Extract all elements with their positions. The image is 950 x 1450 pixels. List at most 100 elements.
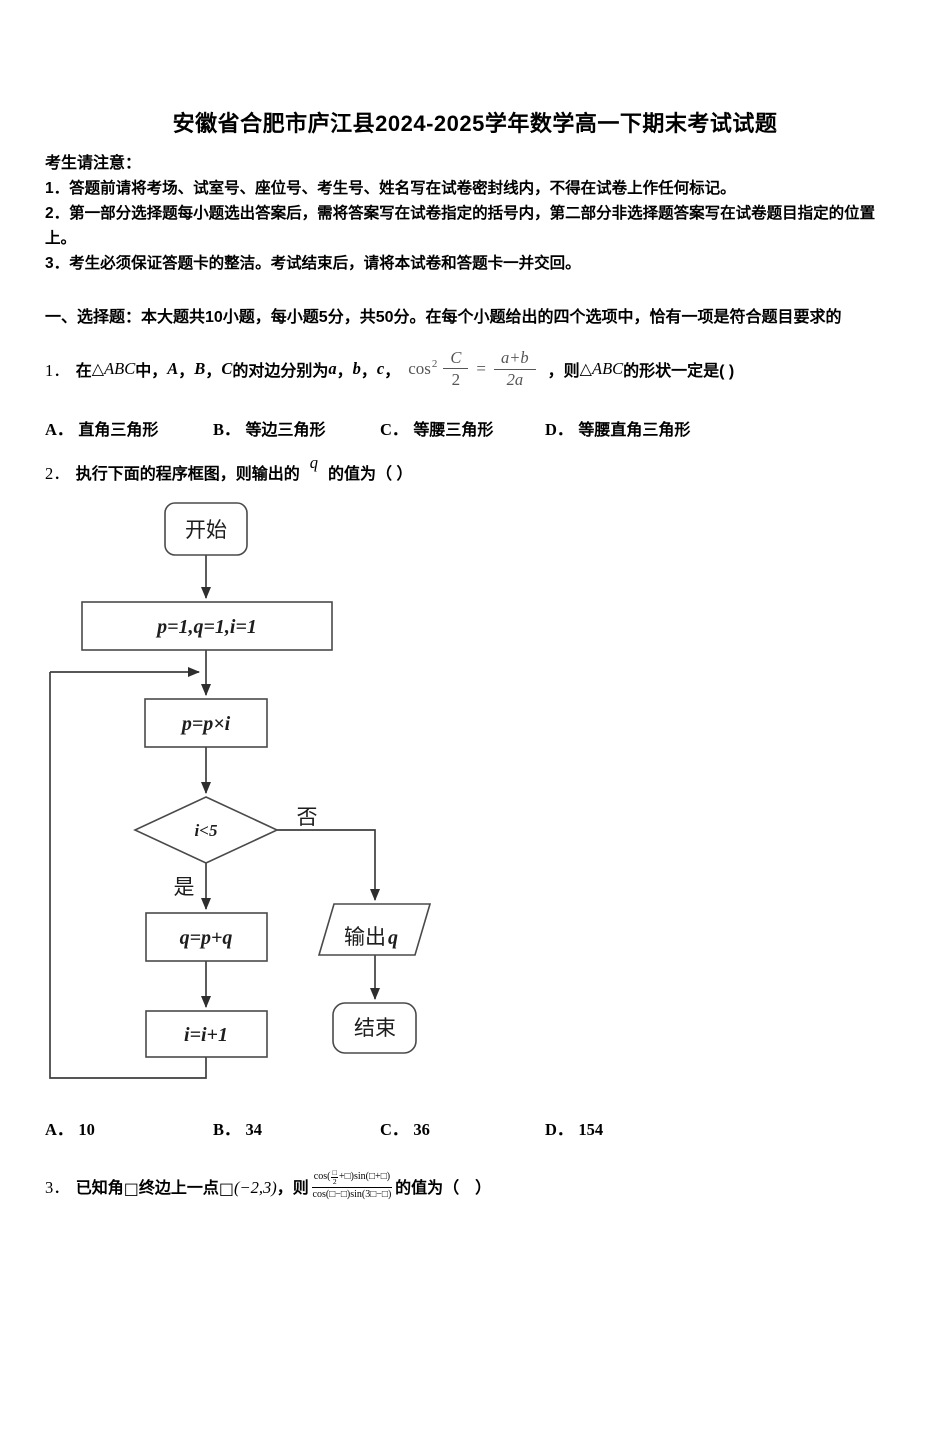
flowchart-start-label: 开始 <box>185 519 227 542</box>
flowchart-inc-node <box>145 1010 268 1058</box>
option-text: 等边三角形 <box>245 422 326 439</box>
flowchart-figure: 开始 p=1,q=1,i=1 p=p×i i<5 否 是 q=p+q i=i+1… <box>45 500 905 1088</box>
exam-page: 安徽省合肥市庐江县2024-2025学年数学高一下期末考试试题 考生请注意： 1… <box>0 106 950 1201</box>
flowchart-init-node <box>81 601 333 651</box>
q1-text-run: A <box>167 359 179 378</box>
flowchart-cond-label: i<5 <box>195 821 218 840</box>
flowchart-yes-label: 是 <box>174 876 195 899</box>
q2-option-b: B．34 <box>213 1116 380 1140</box>
q1-text-run: C <box>221 359 233 378</box>
q2-text-run: 的值为（ ） <box>328 466 413 483</box>
q1-option-b: B．等边三角形 <box>213 416 380 440</box>
fraction: C 2 <box>443 348 469 391</box>
fraction-numerator: C <box>443 348 469 370</box>
q3-text-run: 终边上一点 <box>138 1180 219 1198</box>
numerator-text: +□)sin(□+□) <box>339 1171 391 1183</box>
flowchart-end-node <box>332 1002 417 1054</box>
q1-text-run: ， <box>178 363 195 380</box>
fraction-denominator: cos(□−□)sin(3□−□) <box>312 1188 392 1200</box>
flowchart-init-label: p=1,q=1,i=1 <box>155 616 257 638</box>
q3-fraction: cos( □ 2 +□)sin(□+□) cos(□−□)sin(3□−□) <box>311 1168 393 1201</box>
q1-text-run: b <box>352 359 361 378</box>
triangle-symbol: △ <box>579 361 592 378</box>
q1-text-run: 的对边分别为 <box>232 363 329 380</box>
fraction-numerator: a+b <box>494 348 536 370</box>
q1-text-run: B <box>194 359 206 378</box>
option-label: B． <box>213 1120 241 1139</box>
q1-text-run: ，则 <box>547 363 580 380</box>
flow-loop-line <box>49 672 207 1079</box>
notice-item: 1．答题前请将考场、试室号、座位号、考生号、姓名写在试卷密封线内，不得在试卷上作… <box>45 180 736 197</box>
flowchart-start-node <box>164 502 248 556</box>
option-text: 154 <box>578 1120 604 1139</box>
flowchart-mult-node <box>144 698 268 748</box>
missing-glyph-box: □ <box>218 1179 235 1199</box>
q1-text-run: ABC <box>104 359 136 378</box>
q3-point-coords: (−2,3) <box>234 1178 277 1198</box>
q3-number: 3． <box>45 1178 70 1198</box>
flowchart-add-node <box>145 912 268 962</box>
flowchart-no-label: 否 <box>297 806 318 829</box>
q1-option-c: C．等腰三角形 <box>380 416 545 440</box>
fraction: a+b 2a <box>494 348 536 390</box>
flowchart-output-node <box>317 903 432 956</box>
fraction-numerator: cos( □ 2 +□)sin(□+□) <box>311 1168 393 1188</box>
flowchart-end-label: 结束 <box>354 1017 396 1040</box>
question-1: 1． 在 △ ABC 中， A ， B ， C 的对边分别为 a ， b ， c… <box>45 338 905 400</box>
flowchart-decision-node <box>133 796 279 864</box>
option-text: 34 <box>245 1120 263 1139</box>
q1-text-run: ， <box>205 363 222 380</box>
q1-text-run: ABC <box>591 359 624 378</box>
q3-text-run: 已知角 <box>75 1180 124 1198</box>
notice-item: 3．考生必须保证答题卡的整洁。考试结束后，请将本试卷和答题卡一并交回。 <box>45 255 581 272</box>
option-text: 直角三角形 <box>78 422 159 439</box>
flowchart-output-var: q <box>388 927 398 949</box>
q1-text-run: 中， <box>135 363 168 380</box>
option-text: 等腰直角三角形 <box>578 422 691 439</box>
q1-text-run: ， <box>384 363 401 380</box>
q2-number: 2． <box>45 464 70 483</box>
mini-numerator: □ <box>331 1168 338 1178</box>
program-flowchart: 开始 p=1,q=1,i=1 p=p×i i<5 否 是 q=p+q i=i+1… <box>49 502 432 1079</box>
option-label: B． <box>213 420 241 439</box>
flowchart-output-label: 输出 <box>344 926 386 949</box>
q3-text-run: 的值为（ ） <box>395 1180 492 1198</box>
option-label: A． <box>45 420 74 439</box>
flowchart-inc-label: i=i+1 <box>184 1024 228 1046</box>
q1-text-run: 的形状一定是( ) <box>623 363 735 380</box>
notice-heading: 考生请注意： <box>45 155 142 172</box>
q2-option-c: C．36 <box>380 1116 545 1140</box>
flowchart-mult-label: p=p×i <box>180 713 231 735</box>
option-label: C． <box>380 420 409 439</box>
numerator-text: cos( <box>313 1171 331 1183</box>
q1-text-run: c <box>376 359 385 378</box>
option-text: 36 <box>413 1120 430 1139</box>
question-2: 2． 执行下面的程序框图，则输出的 q 的值为（ ） <box>45 453 905 484</box>
page-title: 安徽省合肥市庐江县2024-2025学年数学高一下期末考试试题 <box>172 111 778 136</box>
question-3: 3． 已知角 □ 终边上一点 □ (−2,3) ，则 cos( □ 2 +□)s… <box>45 1166 905 1201</box>
q2-option-d: D．154 <box>545 1116 905 1140</box>
mini-denominator: 2 <box>332 1176 337 1186</box>
fraction-denominator: 2a <box>506 369 524 389</box>
q1-text-run: ， <box>360 363 377 380</box>
triangle-symbol: △ <box>91 361 105 378</box>
equals-sign: = <box>476 359 487 378</box>
option-text: 等腰三角形 <box>413 422 494 439</box>
q2-options: A．10 B．34 C．36 D．154 <box>45 1116 905 1140</box>
q1-text-run: 在 <box>75 363 92 380</box>
fraction-denominator: 2 <box>451 370 461 390</box>
exponent: 2 <box>431 358 438 370</box>
q1-option-d: D．等腰直角三角形 <box>545 416 905 440</box>
option-label: D． <box>545 1120 574 1139</box>
flowchart-add-label: q=p+q <box>180 927 233 949</box>
option-label: C． <box>380 1120 409 1139</box>
q2-option-a: A．10 <box>45 1116 213 1140</box>
option-label: A． <box>45 1120 74 1139</box>
section-heading: 一、选择题：本大题共10小题，每小题5分，共50分。在每个小题给出的四个选项中，… <box>45 309 842 326</box>
notice-item: 2．第一部分选择题每小题选出答案后，需将答案写在试卷指定的括号内，第二部分非选择… <box>45 205 876 247</box>
notice-section: 考生请注意： 1．答题前请将考场、试室号、座位号、考生号、姓名写在试卷密封线内，… <box>45 151 905 276</box>
q1-option-a: A．直角三角形 <box>45 416 213 440</box>
q1-number: 1． <box>45 361 70 380</box>
cos-function: cos <box>408 359 431 378</box>
